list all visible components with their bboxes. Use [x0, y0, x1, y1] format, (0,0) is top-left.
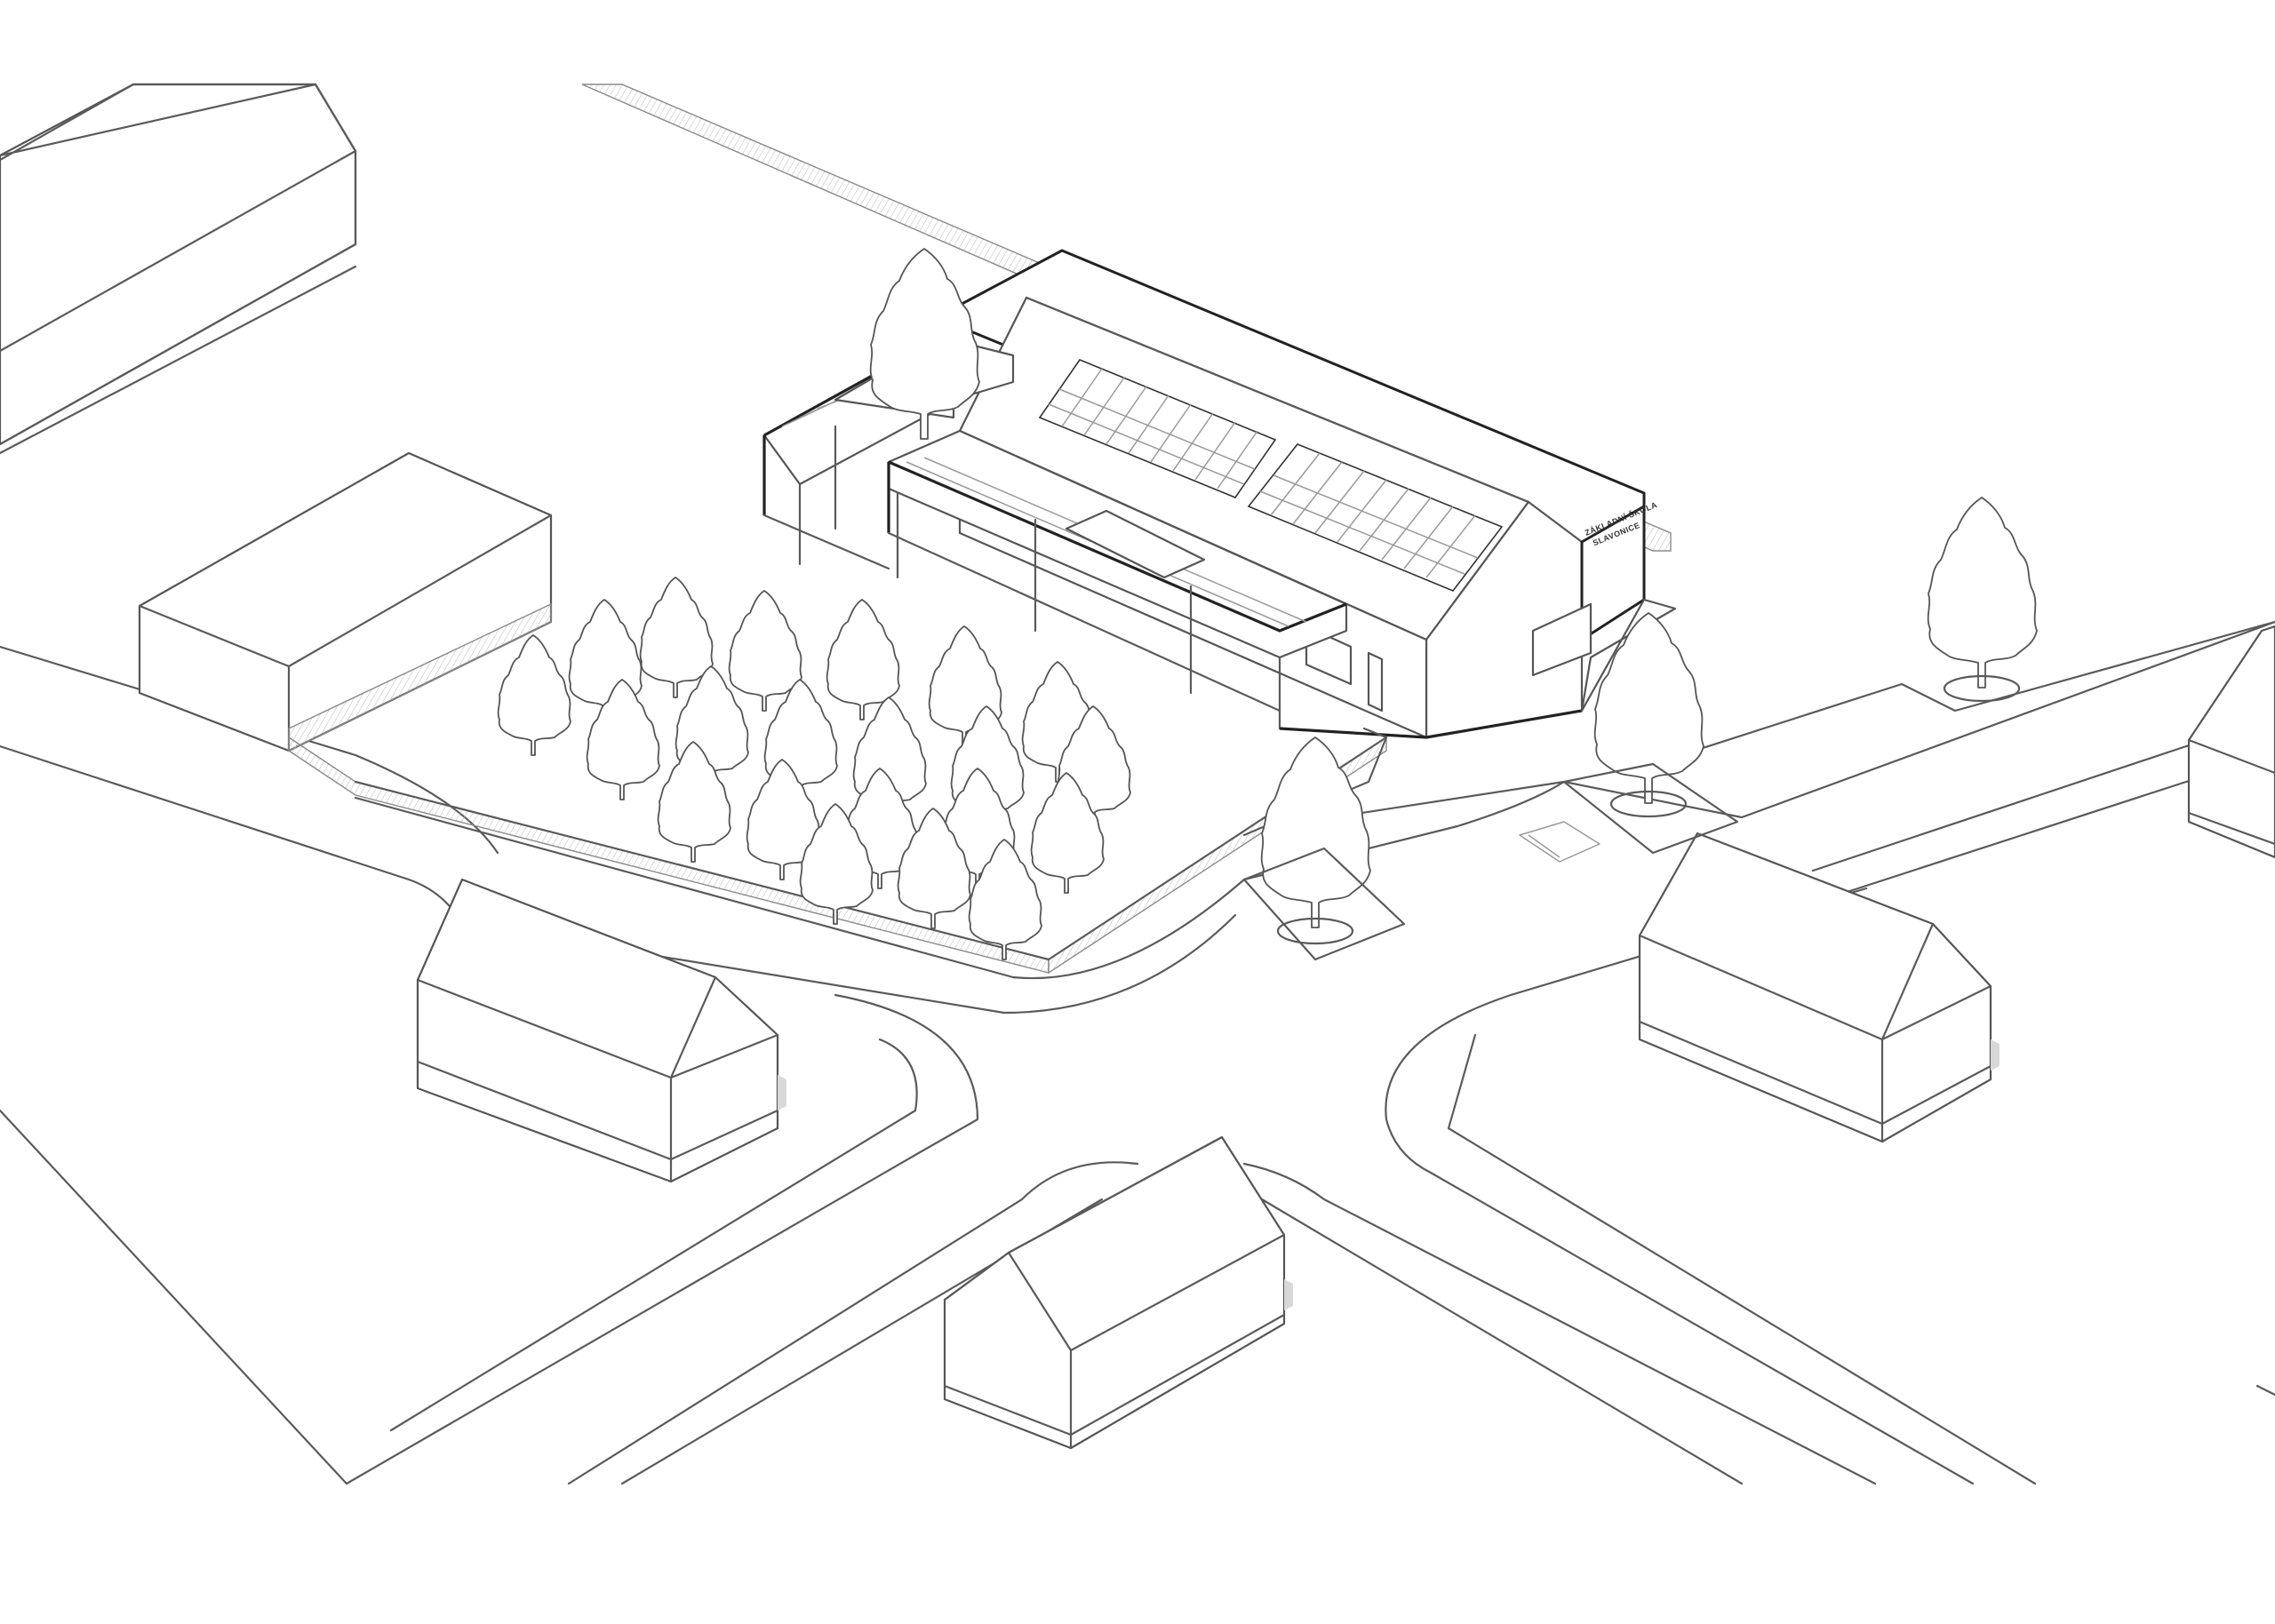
facade-door — [1367, 651, 1384, 712]
building-top-left — [0, 83, 357, 446]
road-edge-center — [460, 913, 1237, 1015]
road-curb-center — [354, 796, 1246, 980]
road-edge-right-upper — [1242, 780, 1566, 881]
entrance-apron — [1580, 598, 1677, 712]
house-bottom-center — [943, 1135, 1293, 1450]
road-center-lower-right — [1242, 1162, 1877, 1485]
roads — [0, 176, 2275, 1485]
building-flat-box-left — [138, 451, 553, 752]
gable-window — [1531, 602, 1592, 677]
road-edge-far-right-2 — [1651, 620, 2275, 766]
road-edge-lower-left-diag — [0, 1109, 348, 1485]
road-edge-right-border — [2255, 1384, 2275, 1397]
tree-right-top — [1927, 497, 2038, 703]
trees — [497, 248, 2038, 961]
road-center-lower-left — [567, 1161, 1139, 1485]
road-curve-lower-right — [1385, 993, 1975, 1485]
road-curve-lower-left — [345, 993, 979, 1485]
tree-right-middle — [1593, 612, 1704, 818]
road-edge-left-upper — [0, 645, 499, 855]
road-edge-far-right — [1331, 620, 2275, 819]
neighbour-buildings — [0, 83, 2275, 1450]
house-left — [416, 878, 786, 1183]
road-center-lower-right-2 — [1260, 1198, 1744, 1485]
road-curve-lower-left-inner — [389, 1038, 918, 1432]
tree-bottom-center — [1260, 736, 1371, 945]
tree-planter-right — [1562, 762, 1739, 855]
orchard — [497, 577, 1131, 960]
solar-panels-right — [1247, 443, 1504, 592]
road-curve-lower-right-inner — [1447, 1033, 2037, 1485]
solar-panels-left — [1038, 359, 1277, 498]
house-right — [1638, 832, 2000, 1143]
canopy-section — [1065, 509, 1206, 579]
orchard-tree — [497, 634, 571, 756]
path-top-left-2 — [0, 265, 357, 455]
house-far-right — [2187, 625, 2275, 859]
tree-planter-bottom — [1242, 847, 1406, 961]
pergola-front — [887, 429, 1348, 730]
parked-car — [1519, 821, 1600, 863]
